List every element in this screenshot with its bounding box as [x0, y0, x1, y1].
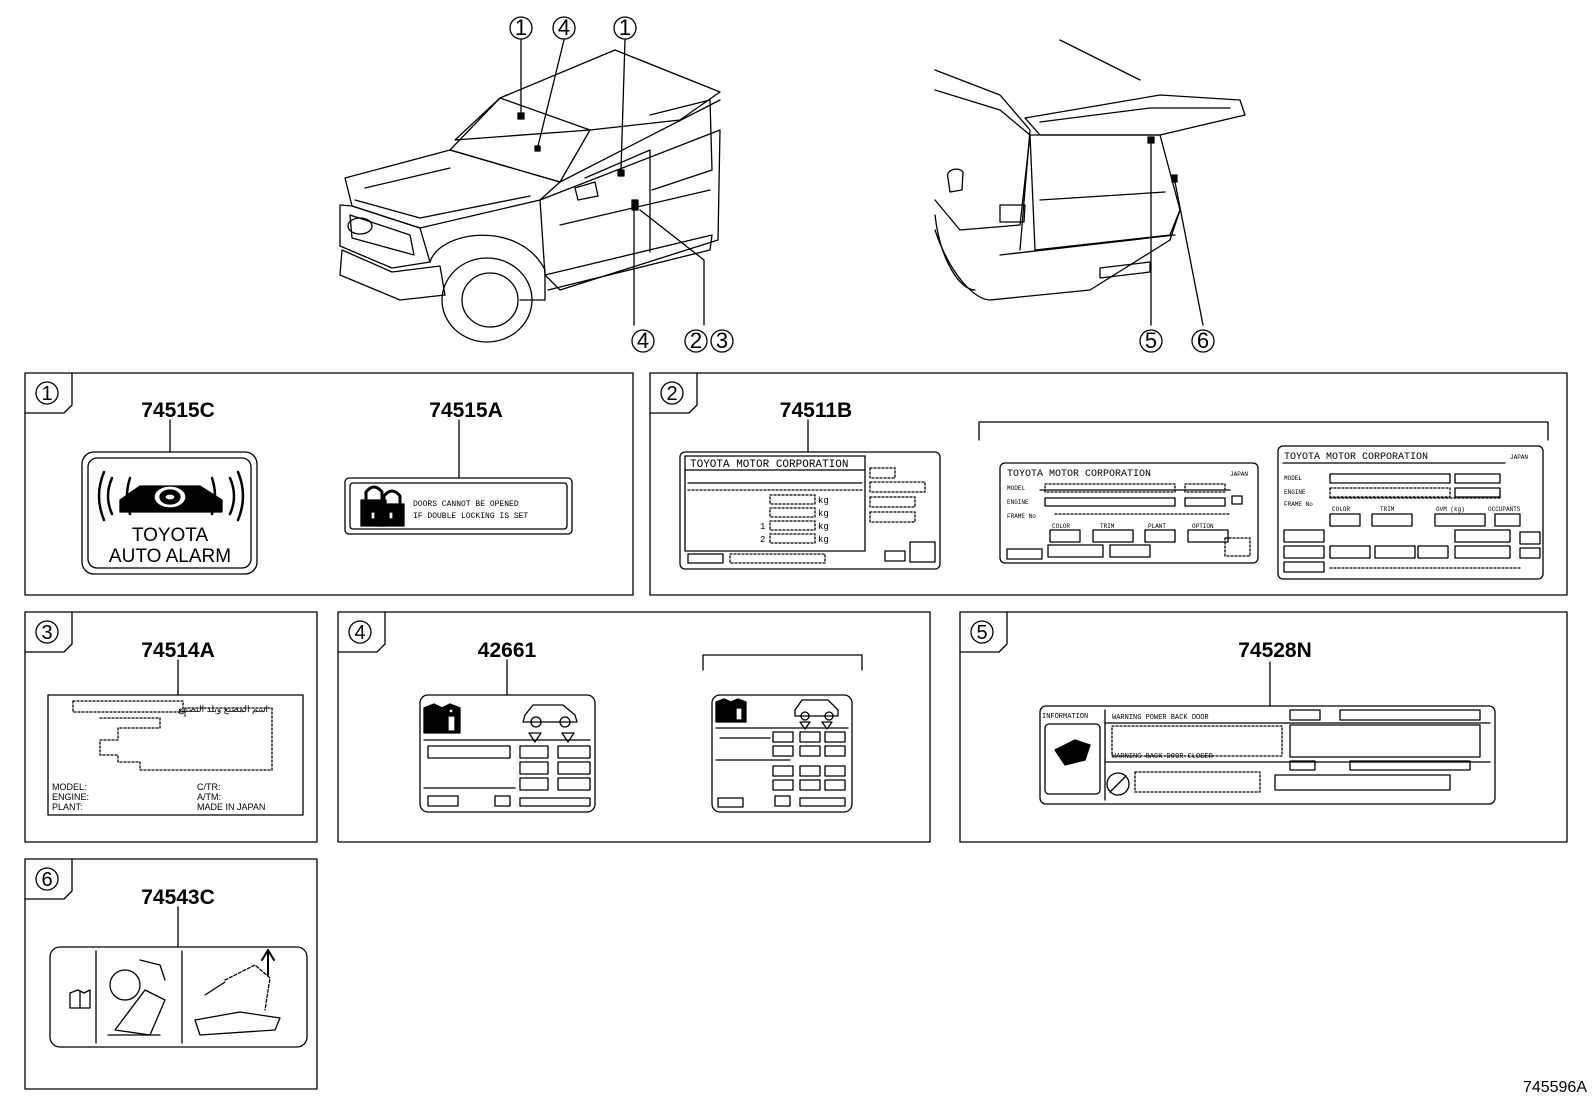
variant-bracket-4 [702, 654, 863, 671]
vin-plate-b-field-engine: ENGINE [1007, 499, 1029, 506]
info-label-b [711, 694, 853, 813]
callout-front-bottom-1: 4 [637, 328, 649, 353]
back-door-info: INFORMATION [1042, 713, 1088, 721]
vin-plate-a-kg-2: kg [818, 509, 829, 519]
front-bottom-callouts: 4 2 3 [631, 328, 734, 353]
variant-bracket [978, 421, 1549, 441]
double-lock-line1: DOORS CANNOT BE OPENED [413, 500, 519, 509]
panel-4-number: 4 [354, 622, 365, 644]
vin-plate-c-field-engine: ENGINE [1284, 489, 1306, 496]
vin-plate-b [999, 462, 1259, 564]
vin-plate-b-maker: TOYOTA MOTOR CORPORATION [1007, 469, 1151, 480]
origin-plate-left-3: PLANT: [52, 802, 83, 812]
part-number-74511B: 74511B [780, 399, 852, 422]
vin-plate-a-kg-1: kg [818, 496, 829, 506]
vin-plate-a-kg-4: kg [818, 535, 829, 545]
rear-vehicle-illustration [934, 39, 1246, 326]
vin-plate-b-col-option: OPTION [1192, 523, 1214, 530]
panel-3-number: 3 [41, 622, 52, 644]
alarm-label-line2: AUTO ALARM [109, 546, 231, 567]
panel-5-frame [959, 611, 1568, 843]
part-number-42661: 42661 [478, 639, 537, 662]
vin-plate-c-maker: TOYOTA MOTOR CORPORATION [1284, 452, 1428, 463]
vin-plate-b-country: JAPAN [1230, 471, 1248, 478]
panel-6-number: 6 [41, 869, 52, 891]
vin-plate-c-country: JAPAN [1510, 454, 1528, 461]
back-door-label [1039, 661, 1496, 805]
double-lock-label [344, 419, 573, 535]
vin-plate-b-field-frame: FRAME No [1007, 513, 1036, 520]
vin-plate-a-axle-1: 1 [760, 522, 765, 532]
callout-front-top-3: 1 [619, 15, 631, 40]
back-door-warning-1: WARNING POWER BACK DOOR [1112, 714, 1209, 722]
origin-plate-left-2: ENGINE: [52, 792, 89, 802]
panel-1-number: 1 [41, 383, 52, 405]
diagram-code: 745596A [1523, 1079, 1587, 1096]
info-label-a [419, 659, 596, 813]
panel-5-number: 5 [976, 622, 987, 644]
panel-3-frame [24, 611, 318, 843]
callout-front-top-2: 4 [558, 15, 570, 40]
vin-plate-c-field-model: MODEL [1284, 475, 1302, 482]
panel-1-frame [24, 372, 634, 596]
callout-rear-bottom-1: 5 [1145, 328, 1157, 353]
panel-2-number: 2 [666, 383, 677, 405]
origin-plate-right-3: MADE IN JAPAN [197, 802, 265, 812]
alarm-label-line1: TOYOTA [132, 525, 209, 546]
vin-plate-a-axle-2: 2 [760, 535, 765, 545]
back-door-warning-2: WARNING BACK DOOR CLOSER [1112, 753, 1214, 761]
callout-front-bottom-3: 3 [716, 328, 728, 353]
vin-plate-a [679, 419, 941, 570]
part-number-74515C: 74515C [141, 399, 215, 422]
origin-plate [47, 659, 304, 816]
origin-plate-right-2: A/TM: [197, 792, 221, 802]
panel-4-frame [337, 611, 931, 843]
vin-plate-c-col-gvm: GVM (kg) [1436, 506, 1465, 513]
seat-label [49, 906, 308, 1048]
rear-bottom-callouts: 5 6 [1139, 328, 1215, 353]
vin-plate-c-col-color: COLOR [1332, 506, 1350, 513]
vin-plate-c-col-trim: TRIM [1380, 506, 1395, 513]
part-number-74543C: 74543C [141, 886, 215, 909]
alarm-label [81, 419, 258, 575]
vin-plate-a-maker: TOYOTA MOTOR CORPORATION [690, 459, 848, 471]
panel-2-frame [649, 372, 1568, 596]
vin-plate-b-col-plant: PLANT [1148, 523, 1166, 530]
callout-rear-bottom-2: 6 [1197, 328, 1209, 353]
double-lock-line2: IF DOUBLE LOCKING IS SET [413, 512, 528, 521]
vin-plate-a-kg-3: kg [818, 522, 829, 532]
front-top-callouts: 1 4 1 [509, 15, 637, 40]
vin-plate-b-col-color: COLOR [1052, 523, 1070, 530]
panel-6-frame [24, 858, 318, 1090]
part-number-74514A: 74514A [141, 639, 215, 662]
vin-plate-b-col-trim: TRIM [1100, 523, 1115, 530]
origin-plate-left-1: MODEL: [52, 782, 87, 792]
vin-plate-b-field-model: MODEL [1007, 485, 1025, 492]
vin-plate-c-col-occupants: OCCUPANTS [1488, 506, 1521, 513]
vin-plate-c [1277, 445, 1544, 580]
origin-plate-right-1: C/TR: [197, 782, 221, 792]
origin-plate-arabic: اسم المصنع وبلد التصنيع [178, 704, 268, 715]
callout-front-bottom-2: 2 [690, 328, 702, 353]
vin-plate-c-field-frame: FRAME No [1284, 501, 1313, 508]
part-number-74515A: 74515A [429, 399, 503, 422]
callout-front-top-1: 1 [515, 15, 527, 40]
part-number-74528N: 74528N [1238, 639, 1312, 662]
front-vehicle-illustration [339, 39, 721, 343]
